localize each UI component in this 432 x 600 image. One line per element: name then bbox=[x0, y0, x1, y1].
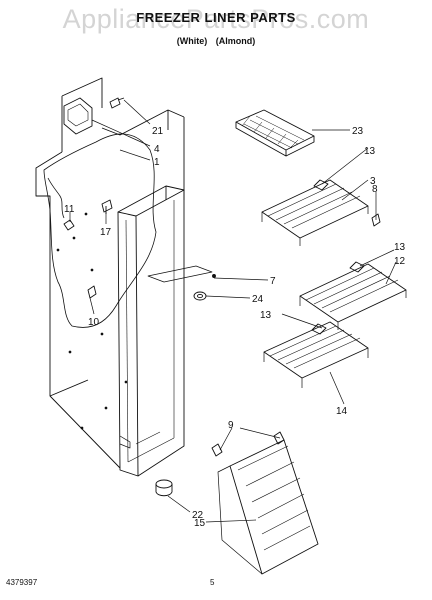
part-17-sensor bbox=[101, 199, 113, 214]
part-24-grommet bbox=[193, 291, 207, 301]
callout-12: 12 bbox=[394, 256, 406, 267]
part-22-cap bbox=[155, 479, 173, 497]
shelf-lower bbox=[263, 321, 369, 388]
callout-11: 11 bbox=[64, 204, 75, 215]
watermark: AppliancePartsPros.com bbox=[62, 4, 370, 34]
part-4-bracket bbox=[63, 97, 93, 135]
shelf-upper bbox=[261, 179, 381, 246]
part-10-clip bbox=[87, 285, 97, 299]
callout-1: 1 bbox=[154, 157, 160, 168]
callout-15: 15 bbox=[194, 518, 206, 529]
document-number: 4379397 bbox=[6, 578, 38, 587]
callout-14: 14 bbox=[336, 406, 348, 417]
callout-23: 23 bbox=[352, 126, 364, 137]
freezer-liner bbox=[35, 77, 185, 469]
leader-lines bbox=[69, 99, 397, 523]
shelf-middle bbox=[299, 261, 407, 330]
callout-13-upper: 13 bbox=[364, 146, 376, 157]
callout-3: 3 bbox=[370, 176, 376, 187]
color-variants: (White) (Almond) bbox=[0, 36, 432, 46]
part-23-ice-tray bbox=[235, 109, 315, 157]
callout-17: 17 bbox=[100, 227, 112, 238]
page-number: 5 bbox=[210, 578, 215, 587]
part-7-plate bbox=[147, 265, 213, 283]
callout-10: 10 bbox=[88, 317, 100, 328]
callout-22: 22 bbox=[192, 510, 204, 521]
callout-4: 4 bbox=[154, 144, 160, 155]
basket-rail-assembly bbox=[211, 431, 319, 575]
callout-7: 7 bbox=[270, 276, 276, 287]
callout-13-middle: 13 bbox=[394, 242, 406, 253]
page-title: FREEZER LINER PARTS bbox=[136, 10, 296, 25]
part-11-clip bbox=[63, 219, 75, 231]
callout-13-lower: 13 bbox=[260, 310, 272, 321]
color-almond-label: (Almond) bbox=[215, 36, 256, 46]
wire-harness bbox=[47, 177, 65, 219]
callout-8: 8 bbox=[372, 184, 378, 195]
color-white-label: (White) bbox=[176, 36, 208, 46]
callout-labels: 21 4 1 11 17 10 23 13 3 8 7 24 13 12 13 … bbox=[64, 126, 406, 529]
part-21-screw bbox=[109, 97, 125, 109]
callout-9: 9 bbox=[228, 420, 234, 431]
liner-front-frame bbox=[117, 185, 185, 477]
callout-21: 21 bbox=[152, 126, 164, 137]
callout-24: 24 bbox=[252, 294, 264, 305]
